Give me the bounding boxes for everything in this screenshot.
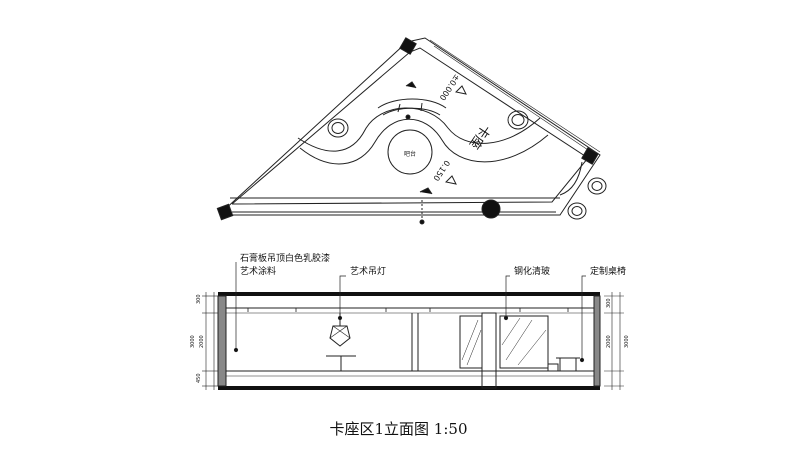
callout-ceiling: 石膏板吊顶白色乳胶漆 <box>240 252 330 264</box>
dim-left-2000: 2000 <box>199 335 205 348</box>
dim-left-300: 300 <box>196 294 202 304</box>
dim-right-300: 300 <box>606 298 612 308</box>
plan-outer-wall <box>221 37 601 216</box>
plan-inner-wall <box>231 47 589 205</box>
round-table <box>387 129 433 175</box>
callout-glass: 钢化清玻 <box>514 265 550 277</box>
drawing-caption: 卡座区1立面图 1:50 <box>329 420 468 438</box>
elevation <box>202 262 624 390</box>
glass-panel-1 <box>459 315 483 369</box>
plan-level-1: ±0.000 <box>438 72 462 102</box>
dim-left-3000: 3000 <box>190 335 196 348</box>
plan-table-label: 吧台 <box>404 150 416 158</box>
left-wall <box>217 295 227 387</box>
booth-curve <box>299 118 549 165</box>
callout-paint: 艺术涂料 <box>240 265 276 277</box>
right-wall <box>593 295 601 387</box>
plan-zone-label: 卡座 <box>466 121 493 151</box>
dim-right-2000: 2000 <box>606 335 612 348</box>
floor-plan <box>216 37 607 225</box>
dim-left-450: 450 <box>196 373 202 383</box>
callout-seat: 定制桌椅 <box>590 265 626 277</box>
pendant-lamp <box>329 325 351 347</box>
callout-lamp: 艺术吊灯 <box>350 265 386 277</box>
dim-right-3000: 3000 <box>624 335 630 348</box>
glass-panel-2 <box>499 315 549 369</box>
